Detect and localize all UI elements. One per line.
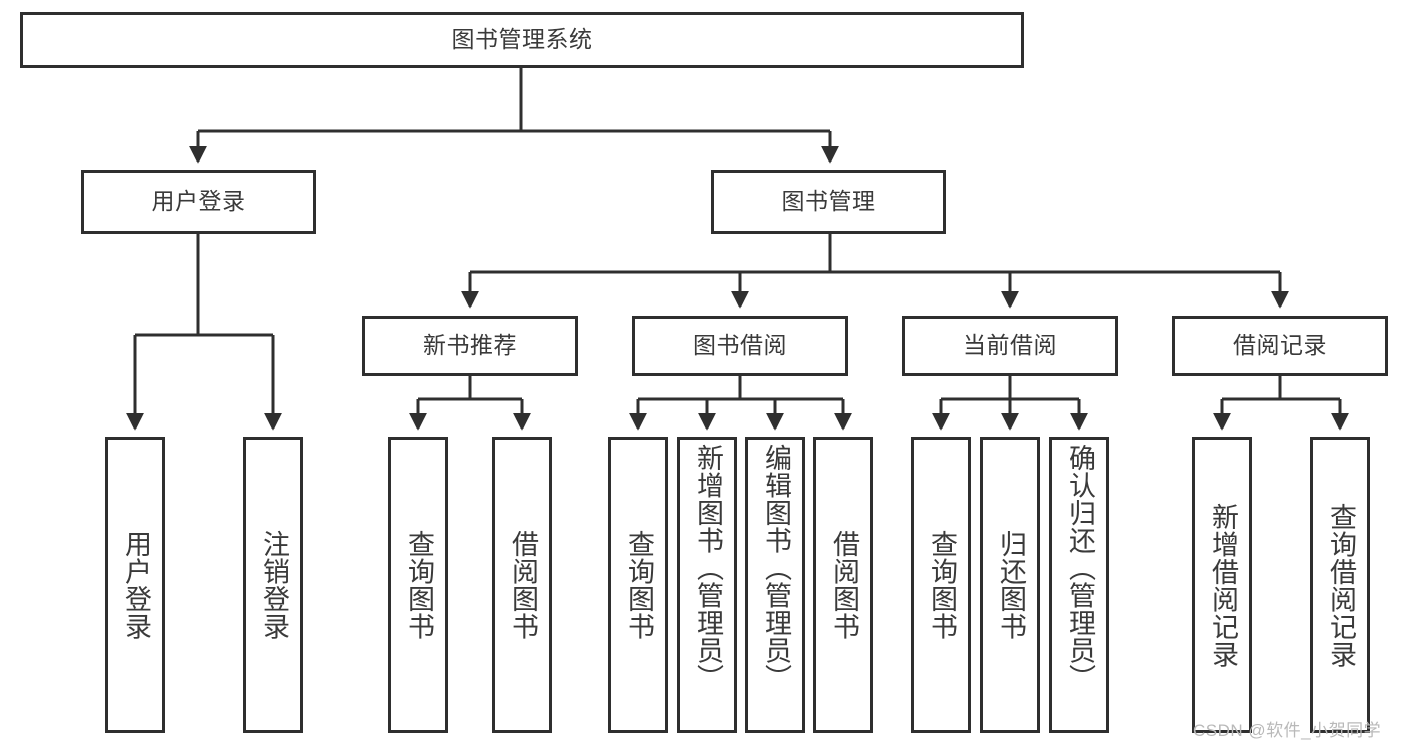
leaf-return-book[interactable]: 归还图书: [980, 437, 1040, 733]
leaf-confirm-return-admin[interactable]: 确认归还（管理员）: [1049, 437, 1109, 733]
watermark-text: CSDN @软件_小贺同学: [1193, 721, 1382, 740]
node-book-management-system[interactable]: 图书管理系统: [20, 12, 1024, 68]
leaf-user-login[interactable]: 用户登录: [105, 437, 165, 733]
leaf-query-book-recommend[interactable]: 查询图书: [388, 437, 448, 733]
node-new-book-recommend[interactable]: 新书推荐: [362, 316, 578, 376]
leaf-borrow-book-borrow[interactable]: 借阅图书: [813, 437, 873, 733]
leaf-add-book-admin[interactable]: 新增图书（管理员）: [677, 437, 737, 733]
leaf-query-book-borrow[interactable]: 查询图书: [608, 437, 668, 733]
leaf-add-borrow-record[interactable]: 新增借阅记录: [1192, 437, 1252, 733]
leaf-query-book-current[interactable]: 查询图书: [911, 437, 971, 733]
node-current-borrow[interactable]: 当前借阅: [902, 316, 1118, 376]
node-book-borrow[interactable]: 图书借阅: [632, 316, 848, 376]
node-borrow-record[interactable]: 借阅记录: [1172, 316, 1388, 376]
leaf-borrow-book-recommend[interactable]: 借阅图书: [492, 437, 552, 733]
leaf-logout-login[interactable]: 注销登录: [243, 437, 303, 733]
leaf-query-borrow-record[interactable]: 查询借阅记录: [1310, 437, 1370, 733]
node-book-management[interactable]: 图书管理: [711, 170, 946, 234]
node-user-login[interactable]: 用户登录: [81, 170, 316, 234]
leaf-edit-book-admin[interactable]: 编辑图书（管理员）: [745, 437, 805, 733]
